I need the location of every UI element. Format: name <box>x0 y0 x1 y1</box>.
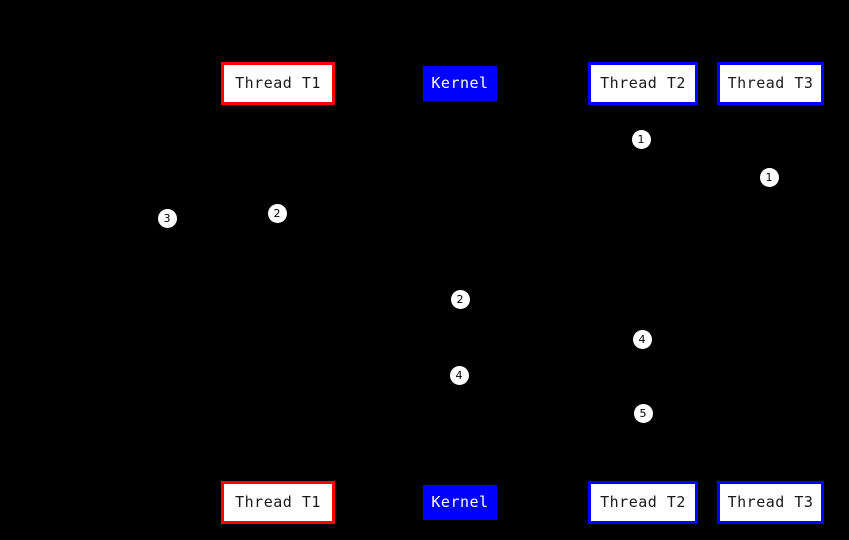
step-number: 5 <box>639 406 647 420</box>
step-number: 3 <box>163 211 171 225</box>
step-badge: 4 <box>449 365 469 385</box>
step-badge: 5 <box>633 403 653 423</box>
step-badge: 3 <box>157 208 177 228</box>
participant-label: Thread T3 <box>727 493 814 511</box>
participant-header-thread-t1[interactable]: Thread T1 <box>221 62 335 105</box>
step-badge: 2 <box>267 203 287 223</box>
participant-footer-thread-t3[interactable]: Thread T3 <box>717 481 824 524</box>
participant-header-kernel[interactable]: Kernel <box>423 66 497 101</box>
step-badge: 1 <box>631 129 651 149</box>
participant-footer-thread-t2[interactable]: Thread T2 <box>588 481 698 524</box>
participant-label: Thread T1 <box>235 493 321 511</box>
participant-label: Thread T2 <box>600 74 686 92</box>
participant-header-thread-t2[interactable]: Thread T2 <box>588 62 698 105</box>
step-number: 1 <box>765 170 773 184</box>
participant-label: Kernel <box>431 74 489 92</box>
participant-label: Thread T2 <box>600 493 686 511</box>
participant-header-thread-t3[interactable]: Thread T3 <box>717 62 824 105</box>
participant-label: Kernel <box>431 493 489 511</box>
participant-footer-kernel[interactable]: Kernel <box>423 485 497 520</box>
step-number: 4 <box>638 332 646 346</box>
step-badge: 2 <box>450 289 470 309</box>
participant-footer-thread-t1[interactable]: Thread T1 <box>221 481 335 524</box>
step-number: 2 <box>456 292 464 306</box>
step-badge: 1 <box>759 167 779 187</box>
lifeline-thread-t2 <box>643 105 644 481</box>
participant-label: Thread T3 <box>727 74 814 92</box>
lifeline-thread-t1 <box>278 105 279 481</box>
step-number: 1 <box>637 132 645 146</box>
participant-label: Thread T1 <box>235 74 321 92</box>
lifeline-thread-t3 <box>770 105 771 481</box>
step-number: 2 <box>273 206 281 220</box>
step-number: 4 <box>455 368 463 382</box>
step-badge: 4 <box>632 329 652 349</box>
